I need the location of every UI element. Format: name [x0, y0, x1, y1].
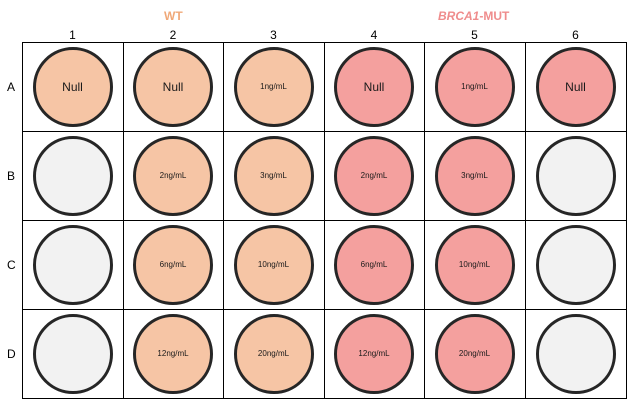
well-c6	[535, 224, 616, 305]
plate-cell: 2ng/mL	[324, 131, 425, 221]
mut-suffix: -MUT	[479, 9, 510, 23]
column-label-1: 1	[69, 28, 76, 42]
plate-cell	[525, 220, 627, 310]
well-d3: 20ng/mL	[233, 313, 314, 394]
row-label-c: C	[7, 257, 16, 272]
column-label-5: 5	[471, 28, 478, 42]
column-label-6: 6	[572, 28, 579, 42]
well-a6: Null	[535, 46, 616, 127]
row-label-a: A	[7, 79, 16, 94]
well-label: 2ng/mL	[159, 171, 187, 180]
plate-cell	[525, 309, 627, 399]
well-label: 2ng/mL	[360, 171, 388, 180]
plate-cell: 3ng/mL	[424, 131, 526, 221]
plate-cell: Null	[525, 42, 627, 132]
brca1-gene-name: BRCA1	[438, 9, 480, 23]
plate-cell: 20ng/mL	[424, 309, 526, 399]
column-label-3: 3	[270, 28, 277, 42]
well-d2: 12ng/mL	[133, 313, 213, 394]
plate-cell	[22, 220, 124, 310]
well-label: 10ng/mL	[458, 260, 491, 269]
well-a4: Null	[334, 46, 414, 127]
plate-cell: 12ng/mL	[324, 309, 425, 399]
well-b1	[32, 135, 113, 216]
well-label: 12ng/mL	[358, 349, 390, 358]
plate-cell: 6ng/mL	[324, 220, 425, 310]
well-c5: 10ng/mL	[434, 224, 515, 305]
well-label: 12ng/mL	[157, 349, 189, 358]
plate-cell: Null	[123, 42, 224, 132]
plate-cell: 10ng/mL	[223, 220, 325, 310]
well-label: 6ng/mL	[360, 260, 388, 269]
well-label: 10ng/mL	[257, 260, 290, 269]
well-label: 6ng/mL	[159, 260, 187, 269]
well-b3: 3ng/mL	[233, 135, 314, 216]
well-d4: 12ng/mL	[334, 313, 414, 394]
plate-cell	[525, 131, 627, 221]
wt-group-label: WT	[164, 9, 183, 23]
plate-cell: 1ng/mL	[424, 42, 526, 132]
well-label: Null	[565, 79, 586, 94]
well-label: Null	[363, 79, 385, 94]
well-b5: 3ng/mL	[434, 135, 515, 216]
well-a5: 1ng/mL	[434, 46, 515, 127]
row-label-d: D	[7, 346, 16, 361]
well-plate-grid: Null Null 1ng/mL Null 1ng/mL Null 2ng/mL 3ng/mL…	[22, 42, 627, 399]
plate-cell: 10ng/mL	[424, 220, 526, 310]
plate-cell	[22, 131, 124, 221]
well-b2: 2ng/mL	[133, 135, 213, 216]
well-b4: 2ng/mL	[334, 135, 414, 216]
column-label-2: 2	[169, 28, 177, 42]
plate-cell: 3ng/mL	[223, 131, 325, 221]
well-d6	[535, 313, 616, 394]
well-label: 3ng/mL	[260, 171, 287, 180]
plate-cell: 20ng/mL	[223, 309, 325, 399]
plate-cell: 12ng/mL	[123, 309, 224, 399]
well-d1	[32, 313, 113, 394]
well-d5: 20ng/mL	[434, 313, 515, 394]
plate-cell: 1ng/mL	[223, 42, 325, 132]
well-b6	[535, 135, 616, 216]
well-label: 3ng/mL	[461, 171, 488, 180]
well-label: 1ng/mL	[461, 82, 488, 91]
well-c2: 6ng/mL	[133, 224, 213, 305]
well-c1	[32, 224, 113, 305]
column-label-4: 4	[370, 28, 378, 42]
well-a2: Null	[133, 46, 213, 127]
brca1-mut-group-label: BRCA1-MUT	[438, 9, 509, 23]
plate-cell	[22, 309, 124, 399]
plate-cell: Null	[22, 42, 124, 132]
well-a3: 1ng/mL	[233, 46, 314, 127]
well-c4: 6ng/mL	[334, 224, 414, 305]
well-a1: Null	[32, 46, 113, 127]
well-label: 20ng/mL	[458, 349, 491, 358]
well-label: Null	[62, 79, 83, 94]
well-c3: 10ng/mL	[233, 224, 314, 305]
plate-cell: Null	[324, 42, 425, 132]
plate-cell: 2ng/mL	[123, 131, 224, 221]
well-label: 20ng/mL	[257, 349, 290, 358]
well-label: 1ng/mL	[260, 82, 287, 91]
row-label-b: B	[7, 168, 16, 183]
plate-cell: 6ng/mL	[123, 220, 224, 310]
well-label: Null	[162, 79, 184, 94]
